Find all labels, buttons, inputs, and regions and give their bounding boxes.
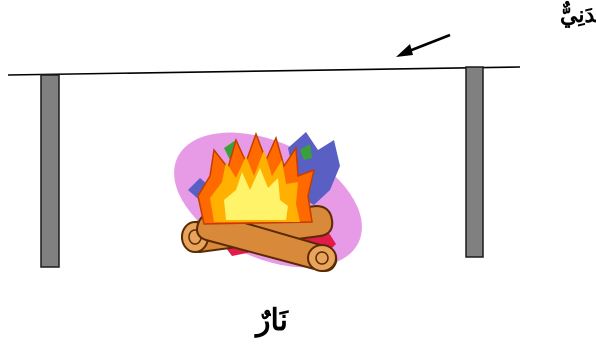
arrow-shaft (403, 33, 451, 55)
flame-inner (224, 168, 288, 220)
log-front-end (307, 244, 337, 272)
fire-logs (180, 204, 338, 272)
arrow-icon (396, 33, 451, 57)
fire-label: نَارٌ (254, 303, 290, 338)
left-pole (40, 74, 60, 268)
log-front-ring (315, 251, 329, 265)
metal-wire (7, 66, 521, 76)
fire-leaf-2 (300, 144, 312, 160)
wire-label: سِلْكٌ مَعْدَنِيٌّ (560, 0, 596, 28)
campfire-icon (174, 131, 362, 272)
arrow-head (396, 44, 413, 57)
right-pole (465, 66, 484, 258)
